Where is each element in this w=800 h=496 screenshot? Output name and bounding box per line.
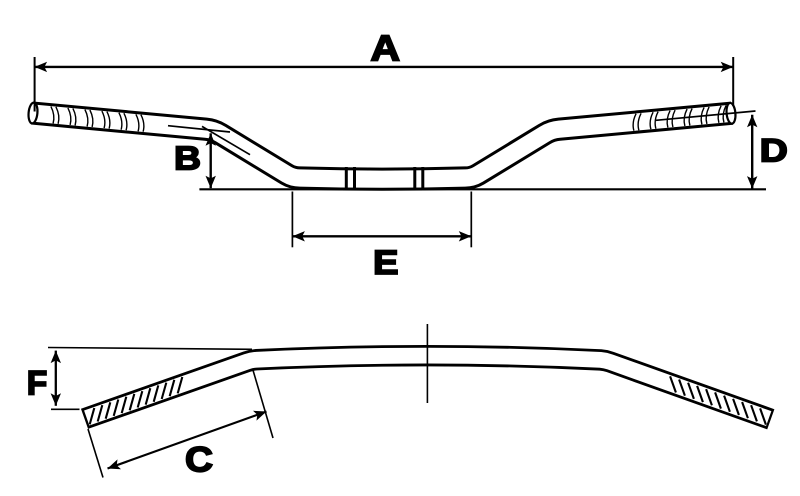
svg-text:F: F <box>27 365 48 403</box>
svg-text:A: A <box>371 28 401 69</box>
svg-text:E: E <box>373 244 399 282</box>
svg-text:C: C <box>185 441 213 480</box>
svg-text:D: D <box>760 133 788 169</box>
svg-text:B: B <box>174 141 201 178</box>
